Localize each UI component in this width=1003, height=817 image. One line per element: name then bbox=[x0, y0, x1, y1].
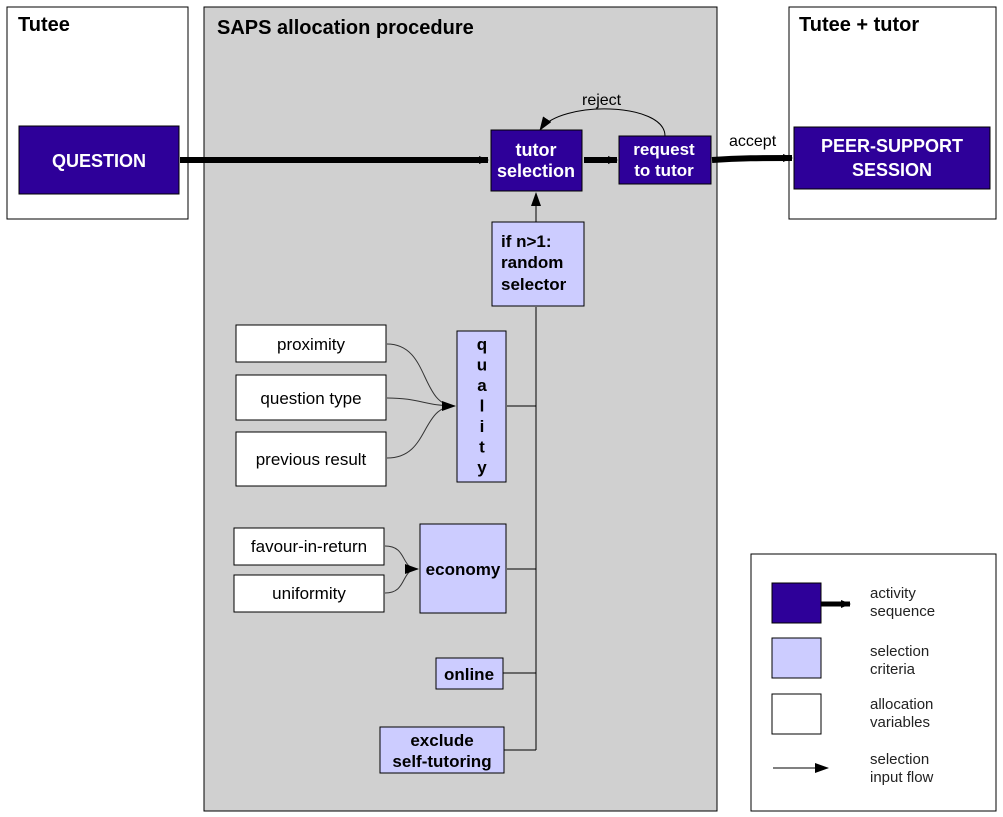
svg-text:allocation: allocation bbox=[870, 696, 933, 713]
variable-uniformity: uniformity bbox=[233, 574, 385, 613]
flow-previous-result bbox=[386, 401, 456, 459]
criteria-random-selector: if n>1: random selector bbox=[491, 221, 585, 307]
criteria-exclude-self-tutoring: exclude self-tutoring bbox=[379, 726, 505, 774]
svg-text:selection: selection bbox=[870, 751, 929, 768]
criteria-economy: economy bbox=[419, 523, 507, 614]
svg-text:tutor: tutor bbox=[516, 140, 557, 160]
criteria-online: online bbox=[435, 657, 504, 690]
quality-letter: i bbox=[480, 417, 485, 436]
variable-question-type: question type bbox=[235, 374, 387, 421]
svg-text:selection: selection bbox=[870, 643, 929, 660]
lane-title-tutee-tutor: Tutee + tutor bbox=[799, 14, 919, 36]
svg-text:to tutor: to tutor bbox=[634, 161, 694, 180]
quality-letter: a bbox=[477, 376, 487, 395]
svg-text:proximity: proximity bbox=[277, 335, 346, 354]
activity-tutor-selection: tutor selection bbox=[490, 129, 583, 192]
legend-item-criteria: selection criteria bbox=[771, 637, 929, 679]
svg-text:request: request bbox=[633, 140, 695, 159]
svg-text:selector: selector bbox=[501, 275, 567, 294]
svg-text:online: online bbox=[444, 665, 494, 684]
svg-text:input flow: input flow bbox=[870, 769, 934, 786]
legend-item-activity: activity sequence bbox=[771, 582, 935, 624]
svg-text:previous result: previous result bbox=[256, 450, 367, 469]
legend: activity sequence selection criteria all… bbox=[750, 553, 997, 812]
legend-item-variables: allocation variables bbox=[771, 693, 933, 735]
svg-text:uniformity: uniformity bbox=[272, 584, 346, 603]
lane-title-procedure: SAPS allocation procedure bbox=[217, 17, 474, 39]
quality-letter: q bbox=[477, 335, 487, 354]
svg-text:PEER-SUPPORT: PEER-SUPPORT bbox=[821, 136, 963, 156]
svg-text:economy: economy bbox=[426, 560, 501, 579]
variable-favour-in-return: favour-in-return bbox=[233, 527, 385, 566]
svg-text:question type: question type bbox=[260, 389, 361, 408]
svg-text:favour-in-return: favour-in-return bbox=[251, 537, 367, 556]
flow-uniformity bbox=[384, 564, 419, 594]
legend-item-flow: selection input flow bbox=[773, 751, 934, 786]
reject-label: reject bbox=[582, 92, 622, 109]
svg-text:selection: selection bbox=[497, 161, 575, 181]
svg-text:variables: variables bbox=[870, 714, 930, 731]
quality-letter: y bbox=[477, 458, 487, 477]
quality-letter: t bbox=[479, 438, 485, 457]
flow-reject bbox=[539, 108, 666, 137]
svg-text:random: random bbox=[501, 253, 563, 272]
activity-peer-support-session: PEER-SUPPORT SESSION bbox=[793, 126, 991, 190]
activity-request-to-tutor: request to tutor bbox=[618, 135, 712, 185]
activity-question: QUESTION bbox=[18, 125, 180, 195]
svg-text:SESSION: SESSION bbox=[852, 160, 932, 180]
svg-text:QUESTION: QUESTION bbox=[52, 151, 146, 171]
flow-accept bbox=[711, 154, 793, 163]
svg-text:exclude: exclude bbox=[410, 731, 473, 750]
svg-text:if n>1:: if n>1: bbox=[501, 232, 552, 251]
lane-title-tutee: Tutee bbox=[18, 14, 70, 36]
variable-proximity: proximity bbox=[235, 324, 387, 363]
accept-label: accept bbox=[729, 133, 777, 150]
svg-text:activity: activity bbox=[870, 585, 916, 602]
variable-previous-result: previous result bbox=[235, 431, 387, 487]
quality-letter: l bbox=[480, 397, 485, 416]
svg-text:criteria: criteria bbox=[870, 661, 916, 678]
svg-text:self-tutoring: self-tutoring bbox=[392, 752, 491, 771]
svg-text:sequence: sequence bbox=[870, 603, 935, 620]
quality-letter: u bbox=[477, 356, 487, 375]
